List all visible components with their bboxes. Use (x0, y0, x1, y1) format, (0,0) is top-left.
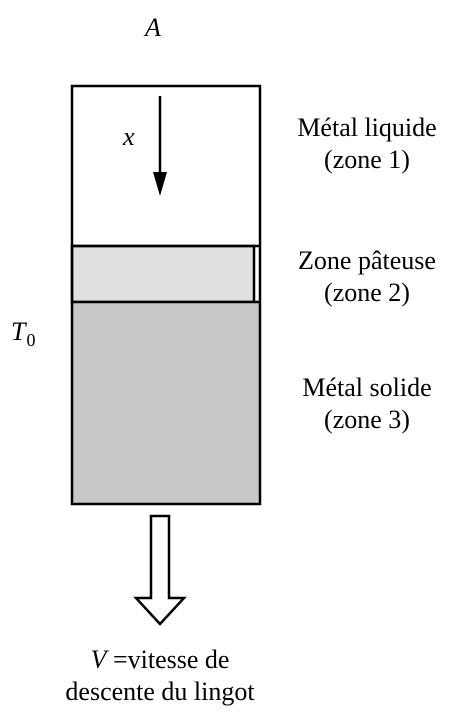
label-zone2: Zone pâteuse (zone 2) (276, 245, 458, 309)
velocity-arrow (133, 514, 187, 626)
label-velocity: V =vitesse de descente du lingot (40, 644, 280, 708)
x-axis-arrow-head (153, 172, 167, 196)
label-zone3-line2: (zone 3) (324, 405, 410, 434)
label-a: A (145, 13, 161, 42)
label-velocity-line1: V =vitesse de (40, 644, 280, 676)
label-zone2-line2: (zone 2) (324, 278, 410, 307)
label-t0-symbol: T (11, 317, 26, 346)
zone-solid (72, 302, 260, 504)
label-zone3: Métal solide (zone 3) (276, 372, 458, 436)
label-velocity-line2: descente du lingot (65, 677, 255, 706)
zone-liquid (72, 86, 260, 246)
zone-mushy (70, 244, 256, 304)
label-zone1: Métal liquide (zone 1) (276, 112, 458, 176)
ingot-outline (70, 84, 262, 506)
label-zone3-line1: Métal solide (302, 373, 432, 402)
label-t0-subscript: 0 (26, 330, 36, 350)
label-velocity-text: =vitesse de (106, 645, 230, 674)
label-velocity-symbol: V (90, 645, 107, 674)
label-zone1-line1: Métal liquide (297, 113, 437, 142)
label-t0: T0 (11, 316, 35, 350)
label-zone1-line2: (zone 1) (324, 145, 410, 174)
label-x: x (123, 122, 135, 151)
label-zone2-line1: Zone pâteuse (298, 246, 436, 275)
